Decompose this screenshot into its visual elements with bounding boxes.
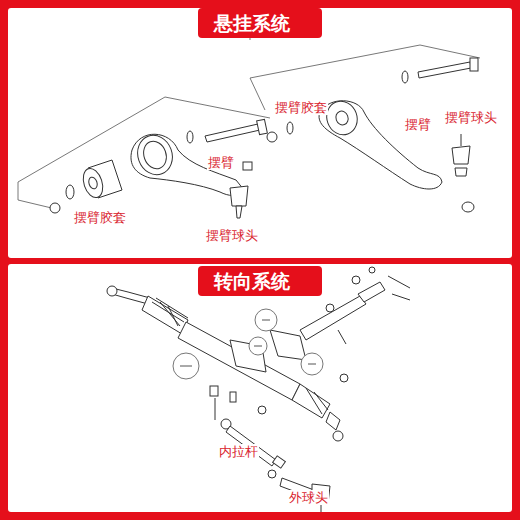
line-art: [300, 296, 366, 340]
line-art: [131, 134, 244, 195]
line-art: [402, 71, 408, 83]
part-label: 摆臂球头: [444, 110, 498, 125]
part-label: 内拉杆: [218, 444, 259, 459]
line-art: [250, 78, 265, 110]
line-art: [388, 276, 410, 300]
line-art: [152, 298, 188, 326]
line-art: [326, 304, 334, 312]
line-art: [132, 130, 178, 179]
line-art: [452, 146, 470, 164]
panel-steering: [8, 264, 512, 512]
line-art: [287, 122, 293, 134]
part-label: 摆臂胶套: [73, 210, 127, 225]
line-art: [180, 320, 316, 366]
section-title-bar: 悬挂系统: [198, 8, 322, 38]
line-art: [326, 412, 340, 430]
control-arm: [131, 130, 252, 218]
line-art: [165, 97, 270, 118]
section-title: 悬挂系统: [214, 11, 306, 35]
steering-rack: [107, 286, 343, 441]
line-art: [187, 131, 193, 143]
callout-circles: [173, 309, 323, 379]
axis-lines: [18, 30, 480, 210]
line-art: [243, 162, 252, 170]
line-art: [230, 392, 236, 402]
line-art: [112, 288, 150, 304]
line-art: [268, 470, 276, 478]
line-art: [461, 134, 462, 146]
line-art: [292, 384, 330, 418]
line-art: [87, 176, 98, 190]
part-label: 摆臂胶套: [274, 100, 328, 115]
line-art: [369, 267, 375, 273]
line-art: [270, 330, 306, 360]
line-art: [236, 206, 242, 218]
small-parts: [210, 374, 348, 420]
line-art: [215, 398, 216, 420]
line-art: [319, 101, 442, 189]
line-art: [258, 406, 266, 414]
line-art: [107, 286, 117, 296]
line-art: [140, 138, 170, 172]
line-art: [66, 185, 74, 199]
line-art: [340, 374, 348, 382]
line-art: [142, 296, 188, 334]
line-art: [462, 202, 474, 212]
bushing: [50, 160, 122, 213]
line-art: [338, 330, 346, 344]
line-art: [334, 109, 350, 126]
line-art: [470, 58, 478, 71]
line-art: [420, 45, 480, 58]
line-art: [230, 186, 248, 206]
bolt: [187, 119, 267, 143]
line-art: [50, 203, 60, 213]
part-label: 摆臂: [404, 117, 432, 132]
line-art: [267, 132, 277, 142]
line-art: [273, 456, 286, 468]
part-label: 外球头: [288, 490, 329, 505]
line-art: [210, 386, 218, 396]
line-art: [250, 45, 420, 78]
line-art: [18, 182, 19, 200]
line-art: [306, 388, 328, 414]
outer-ball-joint: [268, 470, 330, 512]
line-art: [333, 431, 343, 441]
line-art: [205, 124, 260, 142]
line-art: [358, 282, 385, 302]
line-art: [257, 119, 268, 134]
line-art: [321, 504, 322, 512]
section-title: 转向系统: [214, 269, 306, 293]
section-title-bar: 转向系统: [198, 266, 322, 296]
line-art: [322, 97, 362, 139]
line-art: [418, 62, 471, 78]
part-label: 摆臂: [207, 155, 235, 170]
part-label: 摆臂球头: [205, 228, 259, 243]
line-art: [80, 166, 106, 200]
control-arm: [267, 58, 478, 212]
line-art: [352, 276, 360, 284]
line-art: [455, 168, 467, 176]
